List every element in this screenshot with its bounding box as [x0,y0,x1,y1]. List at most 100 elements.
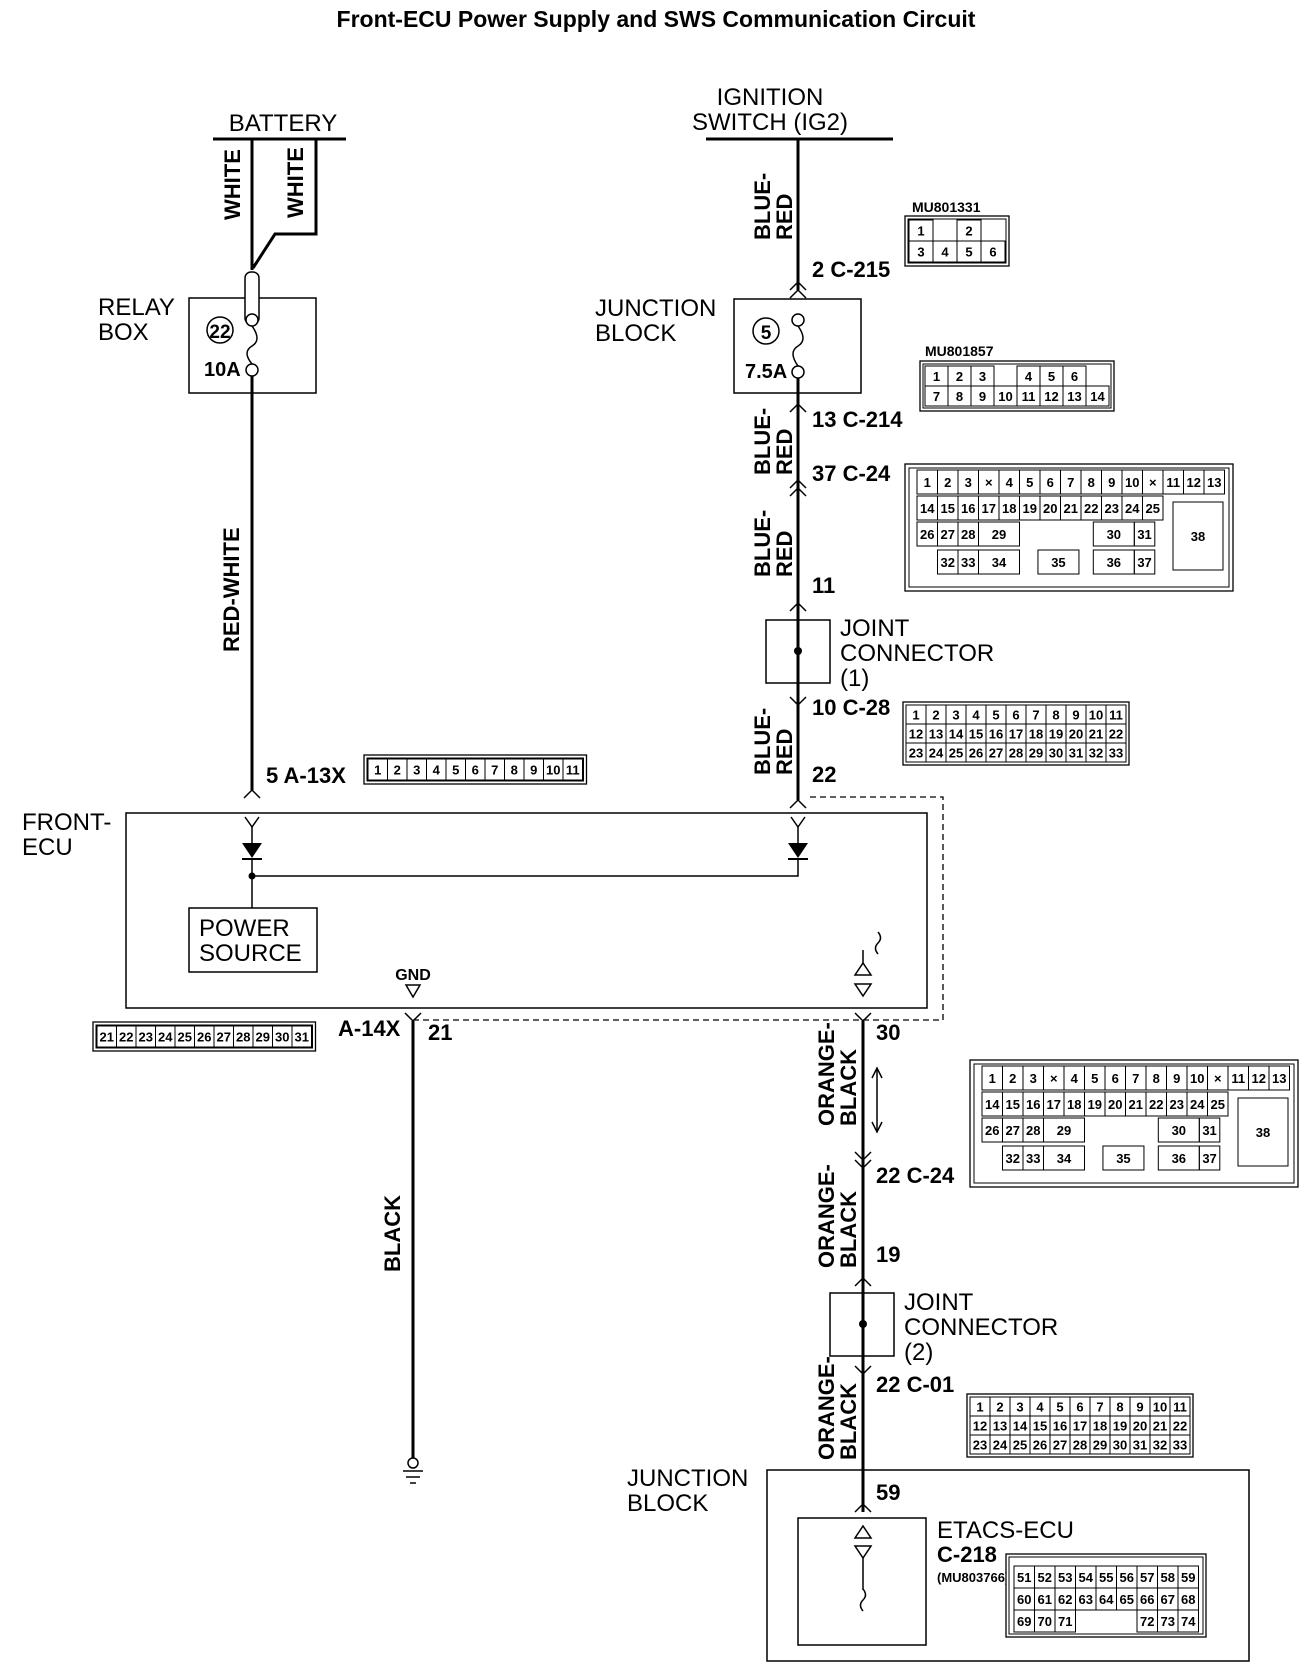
connector-inner-outline [907,218,1007,264]
connector-pin-number: 7 [491,763,498,778]
connector-pin-cell [1102,1145,1145,1171]
connector-pin-number: 1 [917,224,924,239]
connector-pin-number: 9 [1108,475,1115,490]
connector-pin-number: 7 [1067,475,1074,490]
connector-pin-number: 15 [1033,1419,1047,1434]
terminal-etacs-59 [854,1502,872,1513]
connector-pin-number: 34 [1057,1151,1072,1166]
connector-pin-number: 6 [1012,708,1019,723]
connector-pin-number: 23 [973,1438,987,1453]
ecu-internal-power-bus [251,859,799,877]
terminal-c215 [789,280,807,299]
connector-outline [1005,1553,1207,1638]
gnd-terminal-symbol [404,984,422,999]
connector-pin-number: 8 [1116,1400,1123,1415]
joint2-node [859,1320,867,1328]
diode-battery-input [242,816,262,860]
connector-pin-cell [562,758,583,781]
connector-pin-number: 65 [1120,1592,1134,1607]
wire-color-joint2-to-etacs-text: ORANGE-BLACK [814,1356,861,1460]
ignition-label-line1: IGNITION [717,84,824,111]
connector-pin-number: 37 [1202,1151,1216,1166]
connector-pin-number: 21 [1129,1097,1143,1112]
connector-pin-number: 16 [989,727,1003,742]
connector-pin-number: 1 [989,1071,996,1086]
connector-pin-number: 5 [992,708,999,723]
ground-symbol [403,1457,423,1484]
connector-pin-number: 13 [1067,389,1081,404]
connector-pin-number: 29 [256,1030,270,1045]
connector-pin-number: 10 [1153,1400,1167,1415]
connector-pin-number: 32 [1089,746,1103,761]
wire-color-line: BLACK [836,1383,861,1460]
wire-color-line: RED [772,531,797,577]
connector-pin-number: 10 [1089,708,1103,723]
pin-label-etacs-59: 59 [876,1480,900,1505]
connector-pin-number: 1 [924,475,931,490]
relay-fuse-number: 22 [209,322,230,343]
joint-connector-2 [829,1292,895,1357]
joint1-label-line1: JOINT [840,615,910,642]
terminal-joint2-in [854,1276,872,1287]
connector-pin-cell [1268,1065,1290,1091]
connector-pin-number: 2 [996,1400,1003,1415]
connector-pin-number: 67 [1161,1592,1175,1607]
joint1-label-line3: (1) [840,665,869,692]
relay-fuse-symbol [244,271,260,377]
connector-pin-number: 23 [139,1030,153,1045]
wire-color-ground: BLACK [380,1195,405,1272]
connector-pin-number: 26 [920,527,934,542]
connector-pin-number: 20 [1069,727,1083,742]
joint2-label-line1: JOINT [904,1289,974,1316]
connector-pin-number: 24 [1125,501,1140,516]
wire-color-c24-to-joint2-text: ORANGE-BLACK [814,1164,861,1268]
connector-pin-number: 25 [1211,1097,1225,1112]
connector-pin-cell [1037,549,1080,575]
jb-fuse-symbol [791,313,805,379]
connector-pin-number: 11 [1022,389,1036,404]
connector-pin-number: 19 [1023,501,1037,516]
terminal-c24-lower [854,1151,872,1170]
etacs-ecu-box [797,1517,927,1646]
connector-outline [966,1393,1194,1458]
connector-pin-number: 31 [1137,527,1151,542]
connector-pin-number: 9 [530,763,537,778]
relay-box-label-line1: RELAY [98,294,175,321]
connector-pin-number: 22 [1173,1419,1187,1434]
connector-pin-number: 9 [1072,708,1079,723]
bidirectional-arrow-icon [871,1066,883,1134]
connector-pin-number: 11 [1109,708,1123,723]
connector-pin-cell [1133,521,1156,547]
wire-color-line: BLUE- [750,408,775,475]
connector-pin-number: 17 [982,501,996,516]
connector-pin-number: 54 [1079,1570,1094,1585]
connector-pin-number: 5 [452,763,459,778]
connector-pin-number: 27 [989,746,1003,761]
connector-pin-number: 7 [1096,1400,1103,1415]
connector-pin-number: 16 [1026,1097,1040,1112]
connector-pin-number: 24 [929,746,944,761]
connector-pin-number: 16 [961,501,975,516]
connector-pin-number: 29 [1093,1438,1107,1453]
connector-pin-number: 15 [969,727,983,742]
connector-pin-number: 8 [1052,708,1059,723]
connector-pin-cell [978,521,1020,547]
connector-pin-number: 5 [1091,1071,1098,1086]
connector-pin-number: 13 [1207,475,1221,490]
connector-pin-cell [978,549,1020,575]
connector-pin-number: 24 [158,1030,173,1045]
pin-label-joint2-in: 19 [876,1242,900,1267]
connector-pin-cell [1172,501,1224,571]
connector-pin-number: 28 [1026,1123,1040,1138]
connector-pin-number: 11 [1231,1071,1245,1086]
relay-box-label-line2: BOX [98,319,149,346]
pin-label-joint1-in: 11 [812,573,835,598]
connector-pin-number: 10 [1125,475,1139,490]
connector-pin-number: 72 [1140,1614,1154,1629]
connector-pin-number: 11 [1166,475,1180,490]
connector-pin-number: 22 [1149,1097,1163,1112]
connector-pin-number: 31 [295,1030,309,1045]
